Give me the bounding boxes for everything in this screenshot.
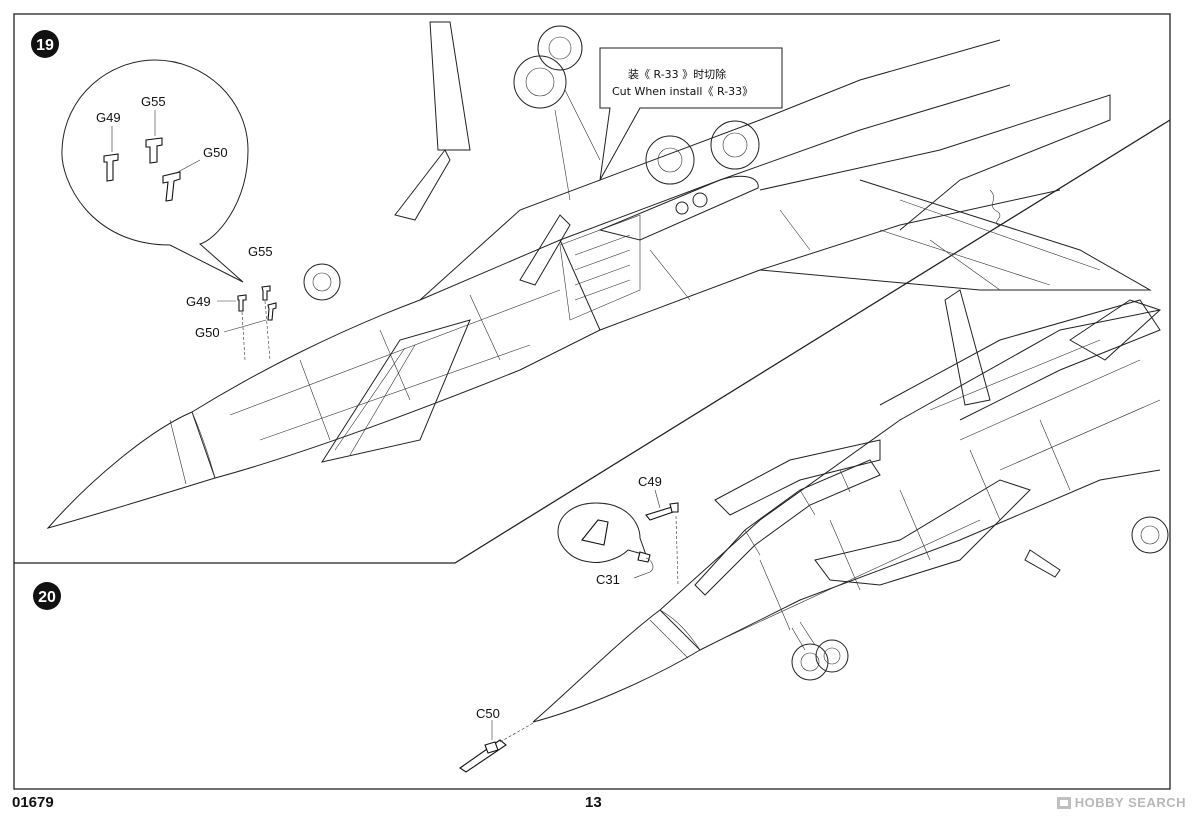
product-code: 01679 [12,794,54,811]
part-g50-placed [267,302,277,321]
cut-note: 装《 R-33 》时切除 Cut When install《 R-33》 [599,47,783,181]
landing-gear-wheels [303,25,760,301]
step-20-number: 20 [38,589,56,606]
note-chinese: 装《 R-33 》时切除 [628,67,726,81]
part-c50 [459,720,536,773]
detail-callout: G49 G55 G50 [61,59,249,283]
assembly-label-g49: G49 [186,294,211,309]
callout-label-g50: G50 [203,145,228,160]
page-frame [13,13,1171,790]
watermark: HOBBY SEARCH [1056,795,1186,810]
part-g55-placed [261,285,271,301]
assembly-label-g55: G55 [248,244,273,259]
assembly-label-g50: G50 [195,325,220,340]
callout-label-g55: G55 [141,94,166,109]
aircraft-top-view [532,289,1169,723]
watermark-logo-icon [1056,796,1071,809]
aircraft-underside-view [46,21,1152,529]
page-number: 13 [585,794,602,811]
part-g49-placed [237,294,247,312]
label-c49: C49 [638,474,662,489]
step-19-badge [31,30,59,58]
note-english: Cut When install《 R-33》 [612,85,753,98]
step-19: 19 G49 G55 G50 G55 G49 G50 [31,21,1152,529]
label-c31: C31 [596,572,620,587]
c31-callout [557,502,651,563]
label-c50: C50 [476,706,500,721]
step-divider [14,119,1171,564]
nose-gear [791,621,849,681]
watermark-text: HOBBY SEARCH [1074,795,1186,810]
step-20-badge [33,582,61,610]
step-20: 20 C49 C31 C50 [33,289,1169,773]
step-19-number: 19 [36,37,54,54]
callout-label-g49: G49 [96,110,121,125]
